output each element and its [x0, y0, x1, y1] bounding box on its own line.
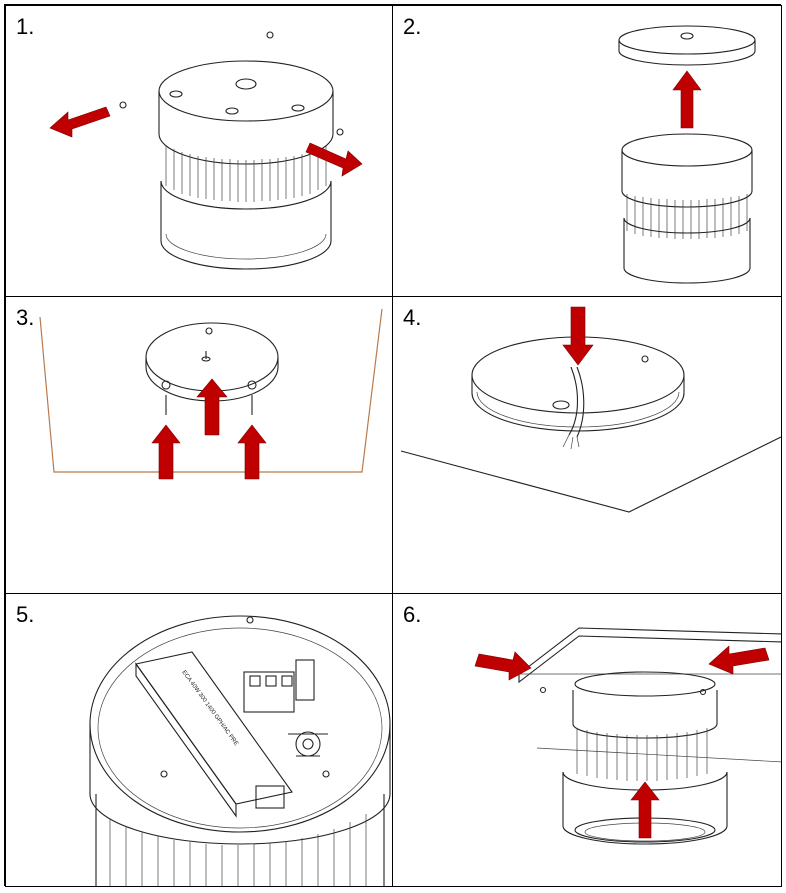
arrow-up: [672, 70, 702, 129]
step-5-illustration: ECA 40W 300 1400 GPH/AC PRE: [89, 615, 391, 886]
arrow-right: [474, 651, 532, 681]
step-4-panel: 4.: [392, 296, 782, 594]
step-3-panel: 3.: [5, 296, 393, 594]
arrow-up-left: [151, 424, 181, 480]
step-number: 6.: [403, 602, 422, 627]
arrow-up-center: [196, 378, 228, 436]
step-number: 1.: [16, 14, 35, 39]
step-1-illustration: [49, 31, 363, 270]
step-number: 5.: [16, 602, 35, 627]
step-4-illustration: [400, 306, 781, 513]
step-1-panel: 1.: [5, 5, 393, 297]
step-number: 3.: [16, 305, 35, 330]
instruction-grid: 1. 2.: [4, 4, 782, 887]
step-5-panel: 5. ECA 40W 300 1400 GPH/AC PRE: [5, 593, 393, 887]
arrow-up: [630, 781, 660, 839]
step-2-illustration: [618, 25, 756, 284]
step-6-panel: 6.: [392, 593, 782, 887]
step-6-illustration: [474, 627, 781, 845]
arrow-right: [305, 142, 363, 177]
step-3-illustration: [39, 308, 383, 480]
driver-label: ECA 40W 300 1400 GPH/AC PRE: [180, 670, 239, 747]
arrow-left: [708, 645, 770, 675]
arrow-down: [562, 306, 594, 366]
arrow-left: [49, 106, 111, 138]
step-2-panel: 2.: [392, 5, 782, 297]
arrow-up-right: [237, 424, 267, 480]
step-number: 2.: [403, 14, 422, 39]
step-number: 4.: [403, 305, 422, 330]
